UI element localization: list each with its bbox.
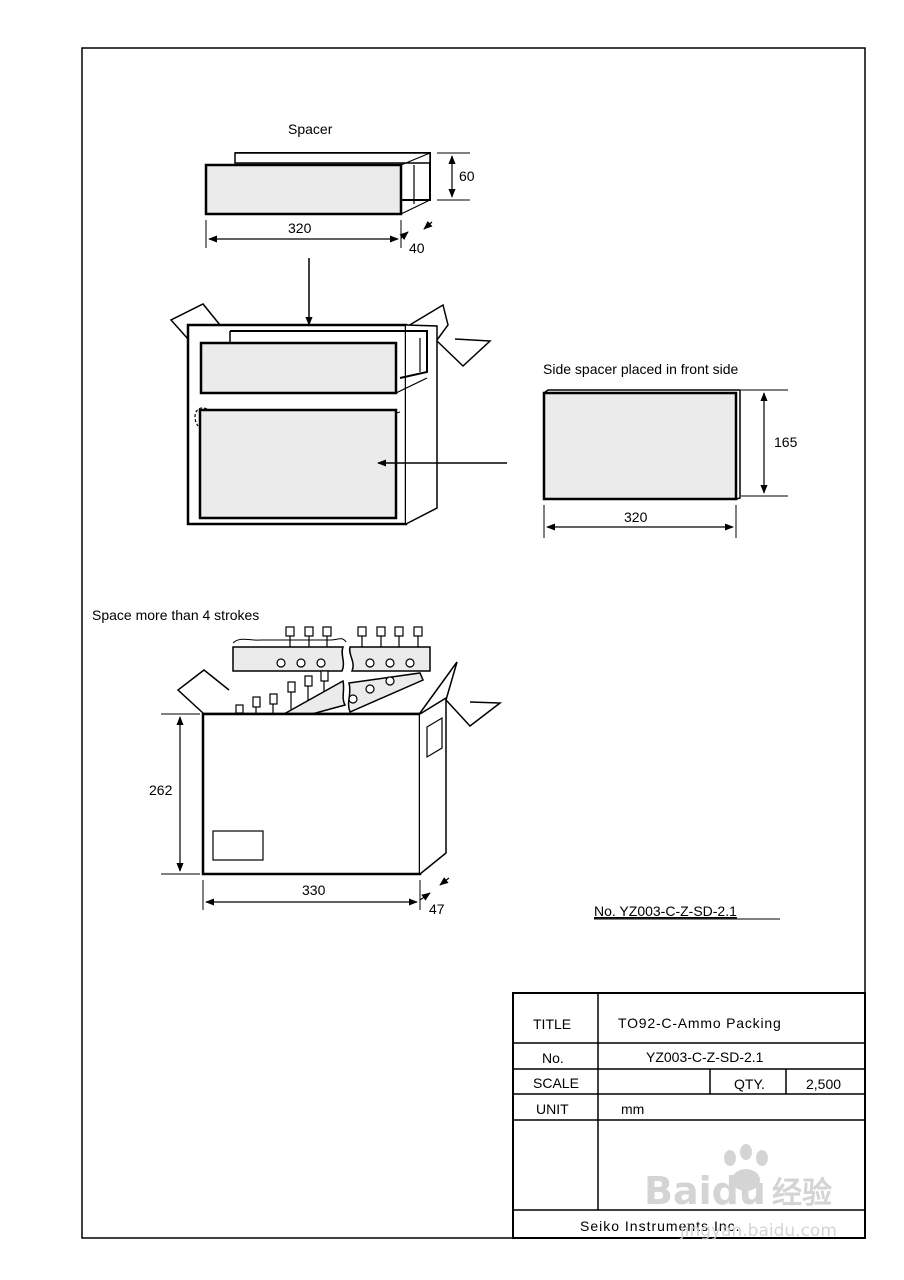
baidu-watermark: Baidu 经验 jingyan.baidu.com (644, 1144, 837, 1241)
box-depth-dim: 47 (429, 901, 445, 917)
company-name: Seiko Instruments Inc. (580, 1218, 741, 1234)
unit-value: mm (621, 1101, 644, 1117)
drawing-frame (81, 47, 866, 1239)
side-spacer-length-dim: 320 (624, 509, 648, 525)
spacer-label: Spacer (288, 121, 333, 137)
space-strokes-label: Space more than 4 strokes (92, 607, 259, 623)
watermark-url: jingyan.baidu.com (679, 1221, 837, 1241)
qty-value: 2,500 (806, 1076, 841, 1092)
title-block: TITLE TO92-C-Ammo Packing No. YZ003-C-Z-… (512, 992, 866, 1239)
watermark-brand: Baidu (644, 1169, 766, 1213)
no-value: YZ003-C-Z-SD-2.1 (646, 1049, 764, 1065)
component-row (285, 626, 423, 647)
qty-label: QTY. (734, 1076, 765, 1092)
paw-icon (724, 1144, 768, 1191)
side-spacer-height-dim: 165 (774, 434, 798, 450)
spacer-length-dim: 320 (288, 220, 312, 236)
scale-label: SCALE (533, 1075, 579, 1091)
watermark-cn: 经验 (772, 1176, 832, 1211)
side-spacer-view: Side spacer placed in front side 165 320 (542, 361, 798, 538)
title-value: TO92-C-Ammo Packing (618, 1015, 782, 1031)
box-length-dim: 330 (302, 882, 326, 898)
open-box-with-spacers (169, 303, 492, 526)
spacer-view: Spacer 60 320 40 (204, 121, 475, 256)
doc-number-ref: No. YZ003-C-Z-SD-2.1 (594, 903, 737, 919)
unit-label: UNIT (536, 1101, 569, 1117)
ammo-box-view: Space more than 4 strokes (92, 607, 503, 917)
side-spacer-caption: Side spacer placed in front side (543, 361, 739, 377)
spacer-depth-dim: 40 (409, 240, 425, 256)
spacer-height-dim: 60 (459, 168, 475, 184)
no-label: No. (542, 1050, 564, 1066)
box-height-dim: 262 (149, 782, 173, 798)
title-label: TITLE (533, 1016, 571, 1032)
